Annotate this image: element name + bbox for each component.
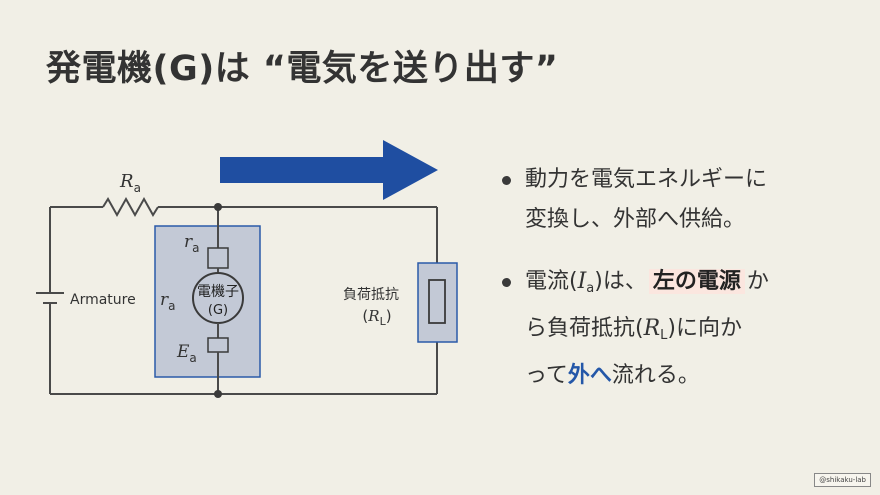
load-symbol-open: ( <box>362 307 368 325</box>
ra-left-label: ra <box>160 290 176 313</box>
load-symbol-text-letter: R <box>643 316 661 341</box>
armature-label: Armature <box>70 292 136 308</box>
bullet-2-part3: か <box>746 269 769 294</box>
highlight-outward: 外へ <box>567 363 612 388</box>
bullet-1-line1: 動力を電気エネルギーに <box>525 167 768 192</box>
ra-top-block <box>207 247 229 269</box>
ea-label: Ea <box>176 342 197 365</box>
watermark-badge: @shikaku-lab <box>814 473 871 487</box>
highlight-left-source: 左の電源 <box>648 269 745 294</box>
load-symbol-label: (RL) <box>362 307 391 328</box>
load-label: 負荷抵抗 <box>343 287 399 303</box>
ea-letter: E <box>176 342 190 362</box>
armature-resistor-Ra <box>102 196 159 218</box>
bullet-text-1: 動力を電気エネルギーに 変換し、外部へ供給。 <box>525 160 850 240</box>
ea-subscript: a <box>189 351 196 365</box>
generator-label-line1: 電機子 <box>197 284 239 300</box>
ra-main-subscript: a <box>134 181 141 195</box>
bullet-2-part6: って <box>525 363 568 388</box>
junction-bottom <box>214 390 222 398</box>
load-symbol-subscript: L <box>380 315 387 328</box>
bullet-2-part5: )に向か <box>667 316 743 341</box>
ra-top-subscript: a <box>192 241 199 255</box>
bullet-1-line2: 変換し、外部へ供給。 <box>525 207 746 232</box>
ra-main-label: Ra <box>119 171 141 195</box>
load-box <box>417 262 458 343</box>
load-resistor <box>428 279 446 324</box>
bullet-dot-icon <box>502 176 511 185</box>
junction-top <box>214 203 222 211</box>
bullet-list: 動力を電気エネルギーに 変換し、外部へ供給。 電流(Ia)は、左の電源か ら負荷… <box>500 160 850 396</box>
load-symbol-letter: R <box>367 307 379 325</box>
ra-main-letter: R <box>119 171 134 192</box>
bullet-item-2: 電流(Ia)は、左の電源か ら負荷抵抗(RL)に向か って外へ流れる。 <box>500 262 850 396</box>
ra-top-letter: r <box>184 232 193 252</box>
load-symbol-close: ) <box>386 307 392 325</box>
output-arrow <box>220 140 438 200</box>
bullet-item-1: 動力を電気エネルギーに 変換し、外部へ供給。 <box>500 160 850 240</box>
ea-block <box>207 337 229 353</box>
bullet-2-part7: 流れる。 <box>611 363 700 388</box>
ra-left-subscript: a <box>168 299 175 313</box>
bullet-2-part1: 電流( <box>525 269 578 294</box>
ra-left-letter: r <box>160 290 169 310</box>
bullet-2-part4: ら負荷抵抗( <box>525 316 644 341</box>
generator-label-line2: (G) <box>208 303 228 318</box>
ra-top-label: ra <box>184 232 200 255</box>
bullet-2-part2: )は、 <box>594 269 647 294</box>
load-symbol-text-subscript: L <box>660 328 668 343</box>
bullet-dot-icon <box>502 278 511 287</box>
current-symbol-letter: I <box>577 269 587 294</box>
slide-title: 発電機(G)は “電気を送り出す” <box>46 49 559 89</box>
bullet-text-2: 電流(Ia)は、左の電源か ら負荷抵抗(RL)に向か って外へ流れる。 <box>525 262 850 396</box>
current-symbol-subscript: a <box>586 281 595 296</box>
